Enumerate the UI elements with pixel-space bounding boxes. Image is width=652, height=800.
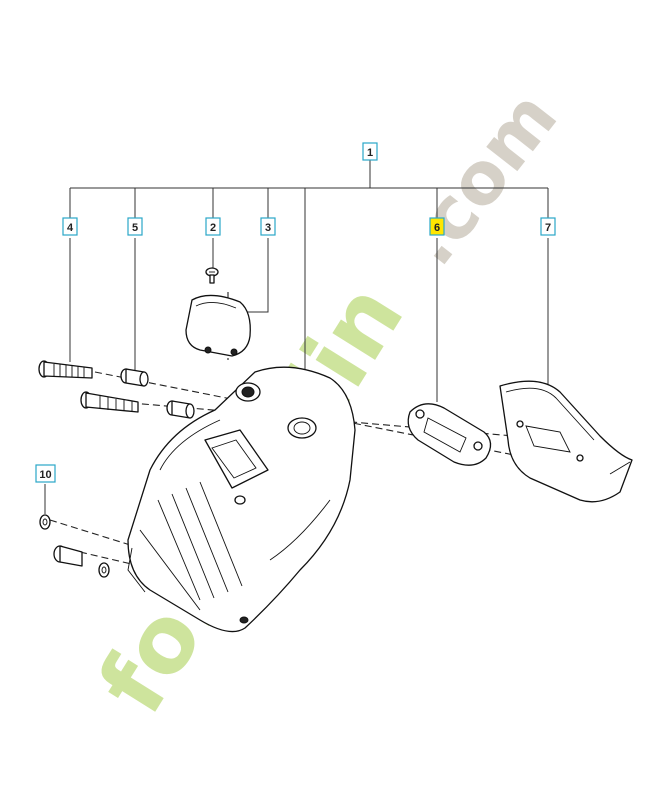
part-3-cover [185,294,251,357]
callout-6-label: 6 [434,222,440,234]
part-4-bolt-lower [80,391,139,413]
callout-10[interactable]: 10 [35,464,56,483]
callout-5[interactable]: 5 [127,217,143,236]
callout-7-label: 7 [545,222,551,234]
callout-4[interactable]: 4 [62,217,78,236]
callout-4-label: 4 [67,222,74,234]
part-4-bolt [38,360,93,379]
callout-10-label: 10 [39,469,51,481]
callout-2-label: 2 [210,222,216,234]
callout-2[interactable]: 2 [205,217,221,236]
part-7-shield [499,380,633,503]
callout-5-label: 5 [132,222,138,234]
callout-3-label: 3 [265,222,271,234]
part-5-sleeve-lower [166,400,195,419]
part-6-gasket [407,403,492,466]
part-5-sleeve [120,368,149,387]
callout-6[interactable]: 6 [429,217,445,236]
callout-1[interactable]: 1 [362,142,378,161]
part-10-screw [39,514,110,578]
part-1-muffler [127,366,356,633]
part-2-screw [205,267,219,284]
callout-3[interactable]: 3 [260,217,276,236]
callout-1-label: 1 [367,147,373,159]
leader-lines [44,160,549,514]
watermark-gray-text: .com [387,75,573,280]
callout-7[interactable]: 7 [540,217,556,236]
